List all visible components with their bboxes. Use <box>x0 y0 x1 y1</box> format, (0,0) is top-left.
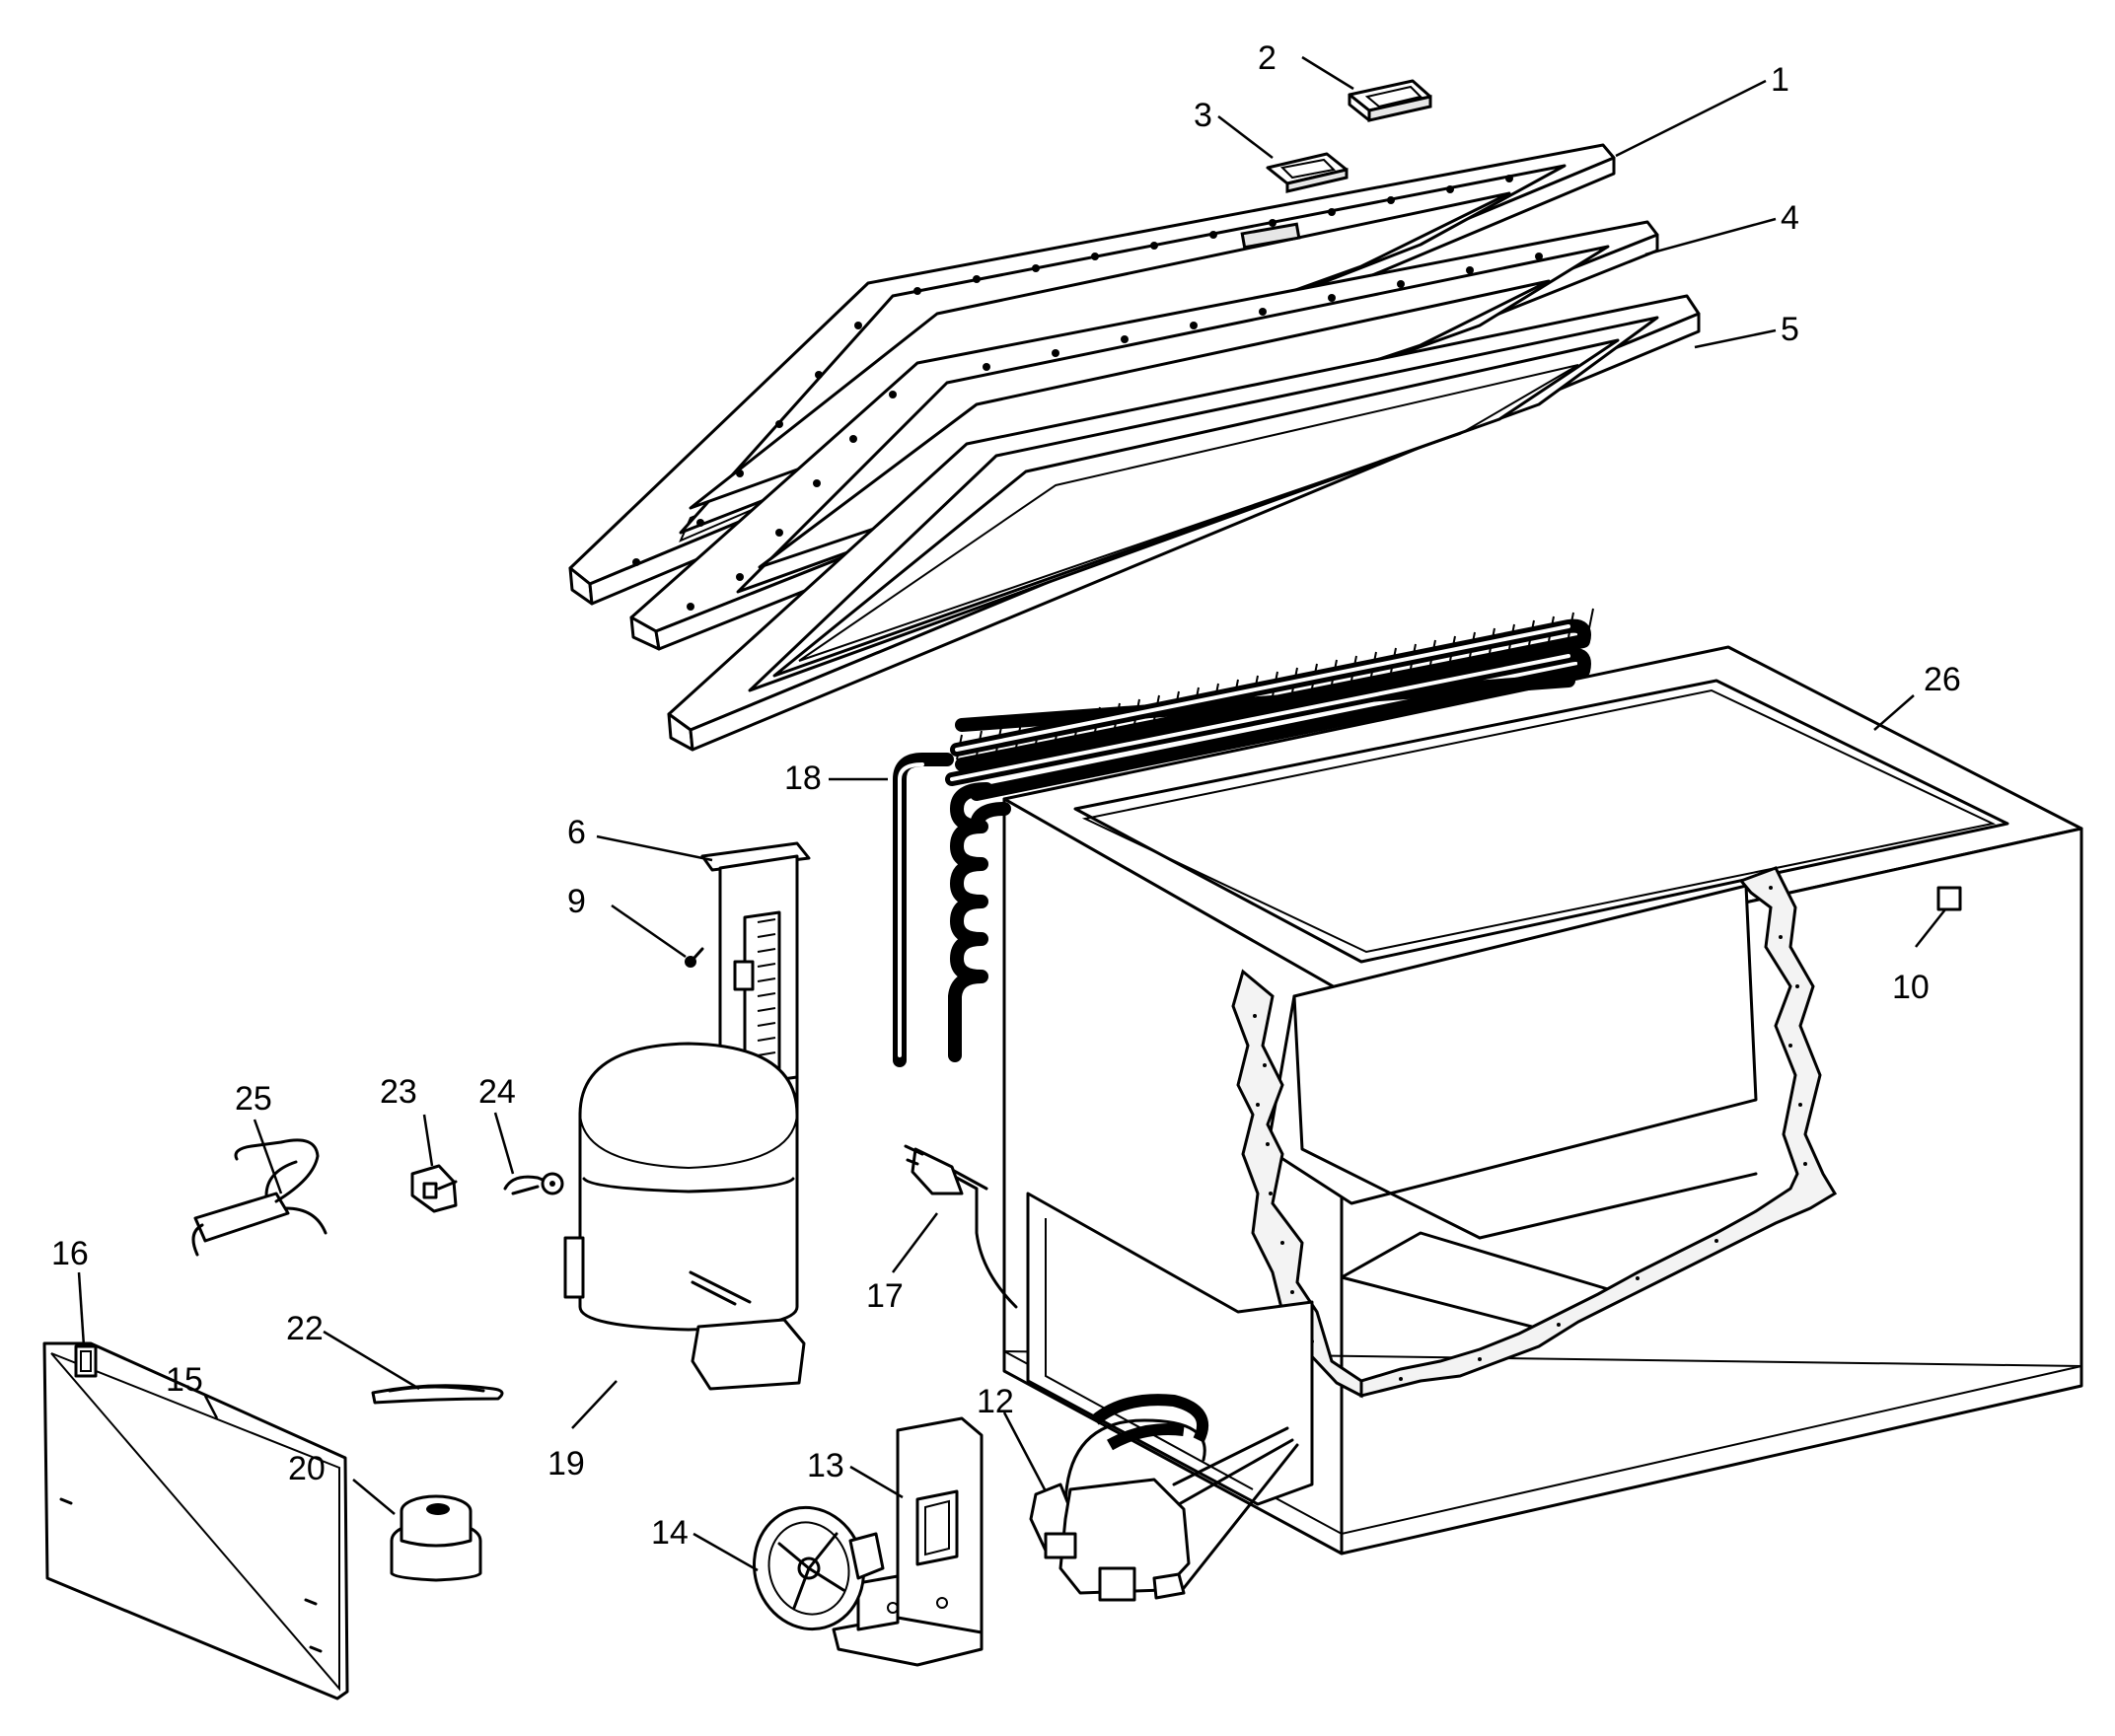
callout-24: 24 <box>478 1073 516 1111</box>
lid-frame-holes <box>632 175 1513 566</box>
callout-23: 23 <box>380 1073 417 1111</box>
part-9-screw <box>685 947 704 968</box>
part-17-power-cord <box>904 1144 1018 1309</box>
callout-12: 12 <box>977 1383 1014 1420</box>
callout-19: 19 <box>547 1445 585 1483</box>
part-26-cabinet <box>1002 645 2083 1555</box>
callout-10: 10 <box>1892 969 1930 1006</box>
part-14-control-knob <box>753 1505 885 1631</box>
callout-2: 2 <box>1258 39 1276 77</box>
part-22-clip <box>371 1384 504 1405</box>
leader-lines <box>77 55 1946 1572</box>
callout-16: 16 <box>51 1235 89 1272</box>
callout-13: 13 <box>807 1447 844 1484</box>
part-25-drier <box>191 1138 328 1257</box>
part-5-lid-gasket <box>667 294 1701 752</box>
callout-3: 3 <box>1194 97 1212 134</box>
part-18-condenser-coil <box>893 608 1594 1067</box>
callout-labels: 1 2 3 4 5 6 9 10 12 13 14 15 16 17 18 19… <box>51 39 1961 1552</box>
callout-20: 20 <box>288 1450 326 1487</box>
callout-15: 15 <box>166 1361 203 1399</box>
callout-4: 4 <box>1781 199 1799 237</box>
liner-frame-holes <box>687 253 1543 611</box>
part-24-overload <box>503 1172 564 1195</box>
callout-14: 14 <box>651 1514 689 1552</box>
part-16-panel-clip <box>74 1344 98 1378</box>
part-23-relay <box>410 1164 458 1213</box>
part-20-grommet <box>390 1494 482 1582</box>
insulation-cutaway-right <box>1359 866 1838 1398</box>
part-19-compressor <box>563 1042 806 1391</box>
callout-25: 25 <box>235 1080 272 1118</box>
callout-1: 1 <box>1771 61 1789 99</box>
callout-18: 18 <box>784 760 822 797</box>
callout-17: 17 <box>866 1277 904 1315</box>
part-15-front-panel <box>42 1341 349 1700</box>
part-3-handle-base <box>1266 152 1349 193</box>
callout-6: 6 <box>567 814 586 851</box>
callout-9: 9 <box>567 883 586 920</box>
foam-speckles <box>1253 886 1807 1381</box>
part-2-handle <box>1348 79 1432 122</box>
part-13-control-bracket <box>832 1416 984 1667</box>
callout-5: 5 <box>1781 311 1799 348</box>
callout-22: 22 <box>286 1310 324 1347</box>
part-12-thermostat <box>1029 1394 1299 1602</box>
callout-26: 26 <box>1924 661 1961 698</box>
